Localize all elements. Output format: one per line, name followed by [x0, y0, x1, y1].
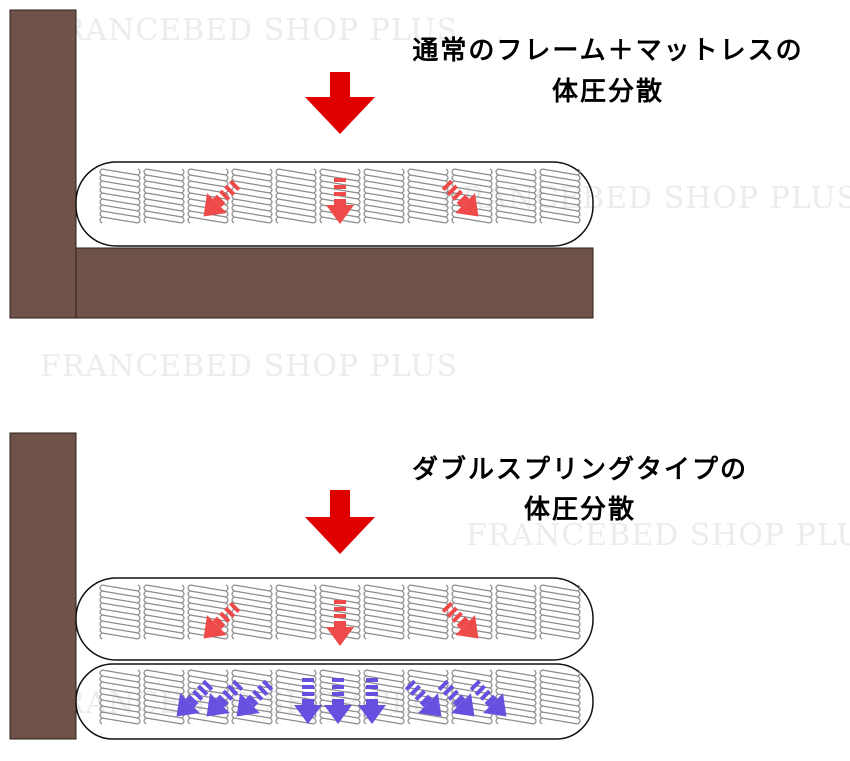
watermark-text: FRANCEBED SHOP PLUS [40, 13, 458, 48]
spring-coil [99, 584, 141, 640]
dashed-arrow-icon [326, 178, 354, 224]
spring-coil [539, 669, 581, 725]
panel-standard: 通常のフレーム＋マットレスの 体圧分散 [9, 9, 803, 319]
down-arrow-icon [305, 490, 375, 554]
spring-coil [363, 168, 405, 224]
headboard [9, 432, 77, 740]
panel-double-spring: ダブルスプリングタイプの 体圧分散 [9, 432, 748, 740]
dashed-arrow-icon [326, 600, 354, 646]
upper-mattress [75, 577, 594, 661]
spring-coil [231, 168, 273, 224]
headboard [9, 9, 77, 319]
watermark-text: FRANCEBED SHOP PLUS [40, 349, 458, 384]
spring-coil [407, 584, 449, 640]
spring-coil [99, 168, 141, 224]
spring-coil [143, 168, 185, 224]
spring-coil [495, 584, 537, 640]
spring-coil [363, 584, 405, 640]
spring-coil [275, 168, 317, 224]
mattress [75, 161, 594, 247]
spring-coil [539, 584, 581, 640]
spring-coil [275, 584, 317, 640]
panel-title-line: 通常のフレーム＋マットレスの [412, 36, 803, 66]
lower-mattress [75, 663, 594, 740]
down-arrow-icon [305, 72, 375, 134]
panel-title-line: 体圧分散 [524, 495, 636, 525]
bed-frame-base [75, 247, 594, 319]
panel-title-line: 体圧分散 [552, 77, 664, 107]
panel-title-line: ダブルスプリングタイプの [412, 454, 748, 485]
watermark-text: FRANCEBED SHOP PLUS [466, 518, 850, 553]
spring-coil [143, 584, 185, 640]
watermark-text: FRANCEBED SHOP PLUS [440, 181, 850, 216]
